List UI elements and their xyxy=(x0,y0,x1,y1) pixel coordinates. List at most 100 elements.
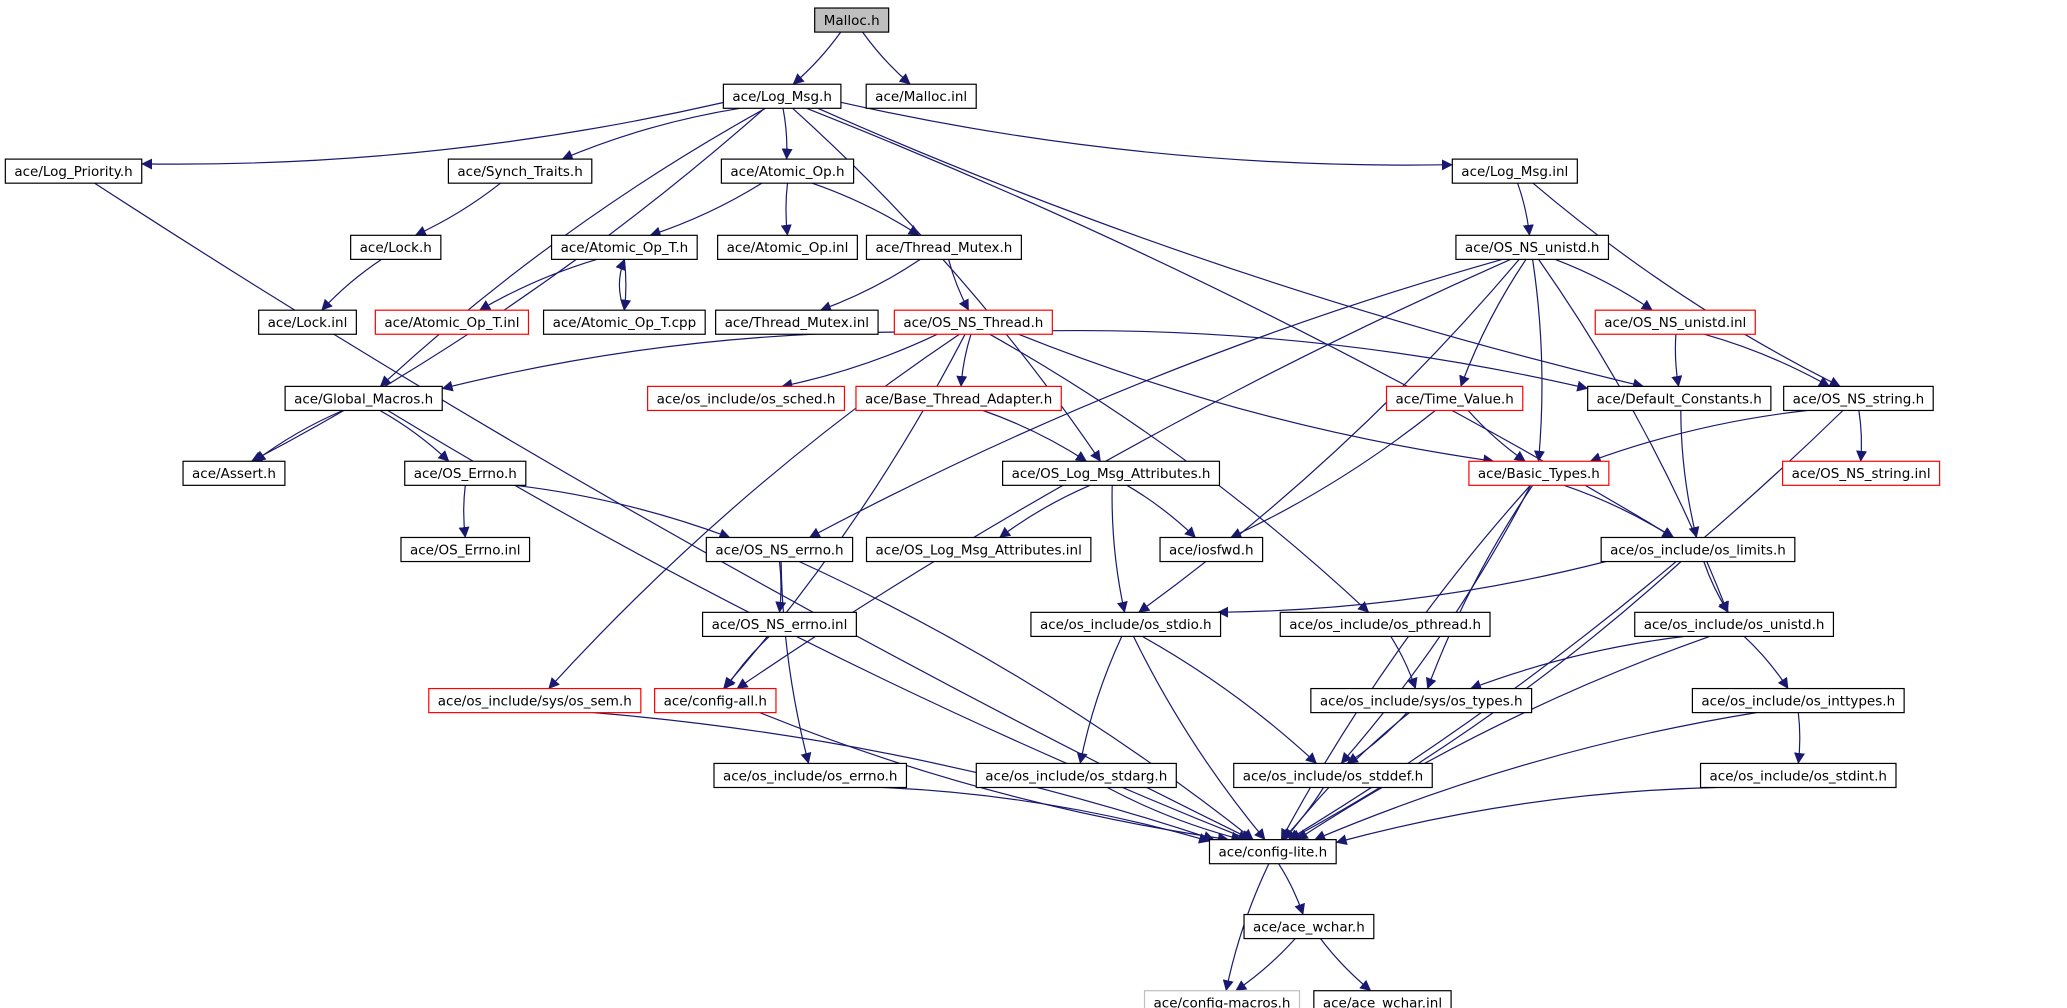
dependency-edge xyxy=(1320,938,1372,992)
node-log-msg-inl[interactable]: ace/Log_Msg.inl xyxy=(1451,158,1578,184)
node-label: ace/Time_Value.h xyxy=(1396,391,1514,407)
node-ace-wchar-inl[interactable]: ace/ace_wchar.inl xyxy=(1313,990,1452,1008)
node-log-msg-h[interactable]: ace/Log_Msg.h xyxy=(722,83,842,109)
dependency-edge xyxy=(1126,484,1196,538)
node-time-value-h[interactable]: ace/Time_Value.h xyxy=(1385,385,1524,412)
dependency-edge xyxy=(1278,863,1305,916)
node-box xyxy=(1691,687,1905,714)
node-config-all-h[interactable]: ace/config-all.h xyxy=(654,687,777,714)
node-atomic-op-t-h[interactable]: ace/Atomic_Op_T.h xyxy=(550,234,698,260)
node-default-constants-h[interactable]: ace/Default_Constants.h xyxy=(1587,385,1772,412)
node-basic-types-h[interactable]: ace/Basic_Types.h xyxy=(1468,460,1610,486)
node-label: ace/ace_wchar.h xyxy=(1253,919,1365,935)
dependency-edge xyxy=(1671,334,1683,387)
node-box xyxy=(865,234,1022,260)
node-log-priority-h[interactable]: ace/Log_Priority.h xyxy=(4,158,143,184)
node-os-errno-inl[interactable]: ace/OS_Errno.inl xyxy=(400,536,531,563)
dependency-edge xyxy=(1230,410,1436,539)
node-os-stddef-h[interactable]: ace/os_include/os_stddef.h xyxy=(1233,762,1433,789)
node-os-stdint-h[interactable]: ace/os_include/os_stdint.h xyxy=(1699,762,1897,789)
dependency-edge xyxy=(1589,409,1808,463)
node-os-stdarg-h[interactable]: ace/os_include/os_stdarg.h xyxy=(975,762,1177,789)
node-label: ace/Atomic_Op_T.inl xyxy=(384,315,519,331)
node-os-log-msg-attributes-inl[interactable]: ace/OS_Log_Msg_Attributes.inl xyxy=(865,536,1092,563)
node-label: ace/OS_NS_unistd.h xyxy=(1465,240,1600,256)
dependency-edge xyxy=(1217,560,1607,618)
node-ace-wchar-h[interactable]: ace/ace_wchar.h xyxy=(1243,913,1375,940)
node-label: ace/Assert.h xyxy=(192,466,276,482)
node-global-macros-h[interactable]: ace/Global_Macros.h xyxy=(284,385,443,412)
dependency-edge xyxy=(649,182,763,238)
node-label: ace/OS_NS_errno.inl xyxy=(712,617,848,633)
node-os-limits-h[interactable]: ace/os_include/os_limits.h xyxy=(1600,536,1796,563)
node-atomic-op-t-cpp[interactable]: ace/Atomic_Op_T.cpp xyxy=(542,309,706,335)
node-atomic-op-t-inl[interactable]: ace/Atomic_Op_T.inl xyxy=(374,309,530,335)
dependency-edge xyxy=(620,259,632,311)
node-os-pthread-h[interactable]: ace/os_include/os_pthread.h xyxy=(1279,611,1491,638)
dependency-edge xyxy=(414,182,501,236)
node-config-lite-h[interactable]: ace/config-lite.h xyxy=(1208,839,1337,865)
node-box xyxy=(1313,990,1452,1008)
dependency-edge xyxy=(1426,484,1534,690)
node-label: ace/config-all.h xyxy=(664,693,767,709)
node-thread-mutex-inl[interactable]: ace/Thread_Mutex.inl xyxy=(715,309,879,335)
node-assert-h[interactable]: ace/Assert.h xyxy=(182,460,286,486)
node-config-macros-h[interactable]: ace/config-macros.h xyxy=(1143,990,1301,1008)
node-label: ace/os_include/sys/os_types.h xyxy=(1320,693,1523,709)
dependency-edge xyxy=(1280,484,1531,841)
node-malloc-inl[interactable]: ace/Malloc.inl xyxy=(865,83,977,109)
node-box xyxy=(715,309,879,335)
node-os-inttypes-h[interactable]: ace/os_include/os_inttypes.h xyxy=(1691,687,1905,714)
node-synch-traits-h[interactable]: ace/Synch_Traits.h xyxy=(447,158,593,184)
node-base-thread-adapter-h[interactable]: ace/Base_Thread_Adapter.h xyxy=(855,385,1062,412)
dependency-edge xyxy=(1554,258,1653,311)
node-box xyxy=(865,83,977,109)
node-os-ns-string-inl[interactable]: ace/OS_NS_string.inl xyxy=(1781,460,1941,486)
node-thread-mutex-h[interactable]: ace/Thread_Mutex.h xyxy=(865,234,1022,260)
dependency-edge xyxy=(1076,636,1123,764)
node-os-stdio-h[interactable]: ace/os_include/os_stdio.h xyxy=(1030,611,1222,638)
node-atomic-op-inl[interactable]: ace/Atomic_Op.inl xyxy=(717,234,858,260)
node-label: ace/OS_Errno.h xyxy=(414,466,517,482)
node-atomic-op-h[interactable]: ace/Atomic_Op.h xyxy=(720,158,855,184)
dependency-edge xyxy=(1532,259,1545,462)
node-sys-os-sem-h[interactable]: ace/os_include/sys/os_sem.h xyxy=(428,687,642,714)
node-box xyxy=(1781,460,1941,486)
dependency-edge xyxy=(780,561,812,764)
node-os-errno-h[interactable]: ace/OS_Errno.h xyxy=(404,460,527,486)
node-os-ns-thread-h[interactable]: ace/OS_NS_Thread.h xyxy=(893,309,1053,335)
node-label: ace/os_include/os_stddef.h xyxy=(1243,768,1423,784)
node-os-log-msg-attributes-h[interactable]: ace/OS_Log_Msg_Attributes.h xyxy=(1002,460,1221,486)
node-lock-inl[interactable]: ace/Lock.inl xyxy=(258,309,357,335)
node-box xyxy=(550,234,698,260)
node-label: ace/Atomic_Op.h xyxy=(730,164,844,180)
node-os-ns-errno-inl[interactable]: ace/OS_NS_errno.inl xyxy=(701,611,857,638)
node-os-ns-unistd-inl[interactable]: ace/OS_NS_unistd.inl xyxy=(1594,309,1756,335)
node-box xyxy=(428,687,642,714)
dependency-edge xyxy=(1052,329,1589,392)
node-os-ns-string-h[interactable]: ace/OS_NS_string.h xyxy=(1783,385,1934,412)
node-box xyxy=(705,536,854,563)
node-lock-h[interactable]: ace/Lock.h xyxy=(350,234,442,260)
node-box xyxy=(447,158,593,184)
node-box xyxy=(1243,913,1375,940)
node-os-unistd-h[interactable]: ace/os_include/os_unistd.h xyxy=(1634,611,1835,638)
node-os-errno-h2[interactable]: ace/os_include/os_errno.h xyxy=(713,762,908,789)
node-box xyxy=(1594,309,1756,335)
node-sys-os-types-h[interactable]: ace/os_include/sys/os_types.h xyxy=(1310,687,1533,714)
dependency-edge xyxy=(780,183,792,236)
node-iosfwd-h[interactable]: ace/iosfwd.h xyxy=(1159,536,1264,563)
node-label: ace/Thread_Mutex.inl xyxy=(725,315,869,331)
node-os-ns-unistd-h[interactable]: ace/OS_NS_unistd.h xyxy=(1455,234,1610,260)
node-label: ace/OS_Log_Msg_Attributes.h xyxy=(1012,466,1211,482)
node-box xyxy=(1233,762,1433,789)
node-box xyxy=(654,687,777,714)
node-os-ns-errno-h[interactable]: ace/OS_NS_errno.h xyxy=(705,536,854,563)
dependency-edge xyxy=(1107,786,1243,843)
node-malloc-h[interactable]: Malloc.h xyxy=(814,7,890,33)
node-label: ace/Lock.h xyxy=(360,240,432,256)
node-label: ace/Global_Macros.h xyxy=(294,391,433,407)
node-box xyxy=(1783,385,1934,412)
node-os-sched-h[interactable]: ace/os_include/os_sched.h xyxy=(647,385,846,412)
dependency-edge xyxy=(1281,787,1325,841)
